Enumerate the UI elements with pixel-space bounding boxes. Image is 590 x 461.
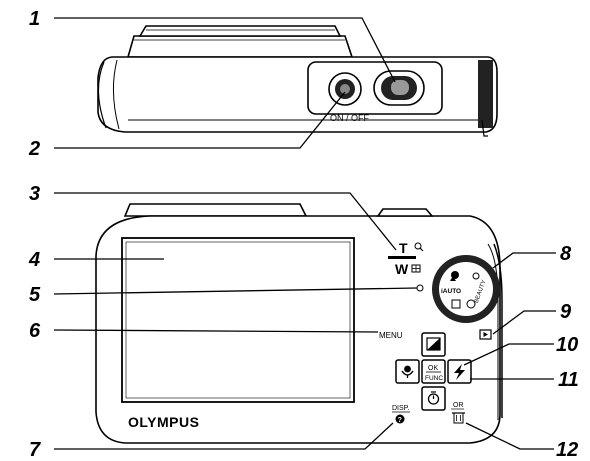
callout-4: 4: [28, 249, 164, 271]
macro-button[interactable]: [395, 359, 420, 384]
flash-button[interactable]: [447, 359, 472, 384]
svg-text:11: 11: [558, 369, 579, 391]
svg-text:6: 6: [29, 320, 41, 342]
ok-label: OK: [428, 365, 438, 372]
camera-top-view: ON / OFF: [97, 25, 498, 137]
svg-text:1: 1: [29, 8, 40, 30]
exposure-compensation-icon: [426, 337, 441, 351]
callout-5: 5: [29, 284, 418, 306]
callout-12: 12: [465, 422, 578, 461]
self-timer-button[interactable]: [421, 386, 446, 411]
lcd-monitor: [121, 237, 355, 403]
magnifier-icon: [414, 242, 424, 252]
zoom-wide-label: W: [395, 261, 409, 277]
playback-button[interactable]: [479, 329, 492, 340]
svg-text:9: 9: [560, 301, 572, 323]
svg-text:?: ?: [398, 417, 402, 424]
svg-text:2: 2: [28, 138, 40, 160]
or-label: OR: [453, 402, 464, 409]
disp-label: DISP.: [392, 405, 409, 412]
svg-text:10: 10: [556, 334, 578, 356]
callout-8: 8: [492, 243, 572, 269]
help-icon: ?: [395, 414, 405, 424]
callout-10: 10: [463, 334, 578, 366]
func-label: FUNC: [425, 375, 443, 382]
zoom-tele-label: T: [399, 240, 408, 256]
menu-button[interactable]: MENU: [379, 331, 403, 340]
exposure-button[interactable]: [421, 332, 446, 357]
power-label: ON / OFF: [330, 113, 369, 123]
svg-text:5: 5: [29, 284, 41, 306]
erase-button[interactable]: OR: [451, 402, 465, 424]
flash-icon: [454, 364, 465, 380]
camera-back-view: OLYMPUS T W iAUTO BEAUTY: [95, 203, 503, 444]
playback-icon: [483, 332, 488, 337]
trash-icon: [452, 412, 465, 424]
disp-button[interactable]: DISP. ?: [392, 405, 410, 424]
svg-text:7: 7: [29, 439, 41, 461]
ok-func-button[interactable]: OK FUNC: [421, 359, 446, 384]
macro-icon: [401, 365, 414, 378]
svg-text:3: 3: [29, 183, 40, 205]
zoom-lever[interactable]: T W: [388, 240, 424, 277]
callout-2: 2: [28, 91, 346, 160]
self-timer-icon: [427, 391, 440, 405]
indicator-lamp: [416, 284, 424, 292]
brand-logo: OLYMPUS: [128, 414, 199, 430]
callout-9: 9: [492, 301, 572, 335]
callout-11: 11: [470, 369, 579, 391]
svg-text:8: 8: [560, 243, 572, 265]
index-grid-icon: [411, 264, 421, 273]
mode-dial[interactable]: iAUTO BEAUTY: [432, 255, 500, 323]
callout-6: 6: [29, 320, 379, 342]
svg-text:4: 4: [28, 249, 40, 271]
mode-auto-label: iAUTO: [441, 288, 461, 295]
callout-1: 1: [29, 8, 396, 83]
callout-3: 3: [29, 183, 397, 251]
shutter-button[interactable]: [373, 70, 425, 106]
arrow-pad: OK FUNC: [395, 332, 472, 411]
callouts: 1 2 3 4 5 6 7 8: [28, 8, 579, 461]
svg-text:12: 12: [556, 439, 578, 461]
callout-7: 7: [29, 422, 394, 461]
